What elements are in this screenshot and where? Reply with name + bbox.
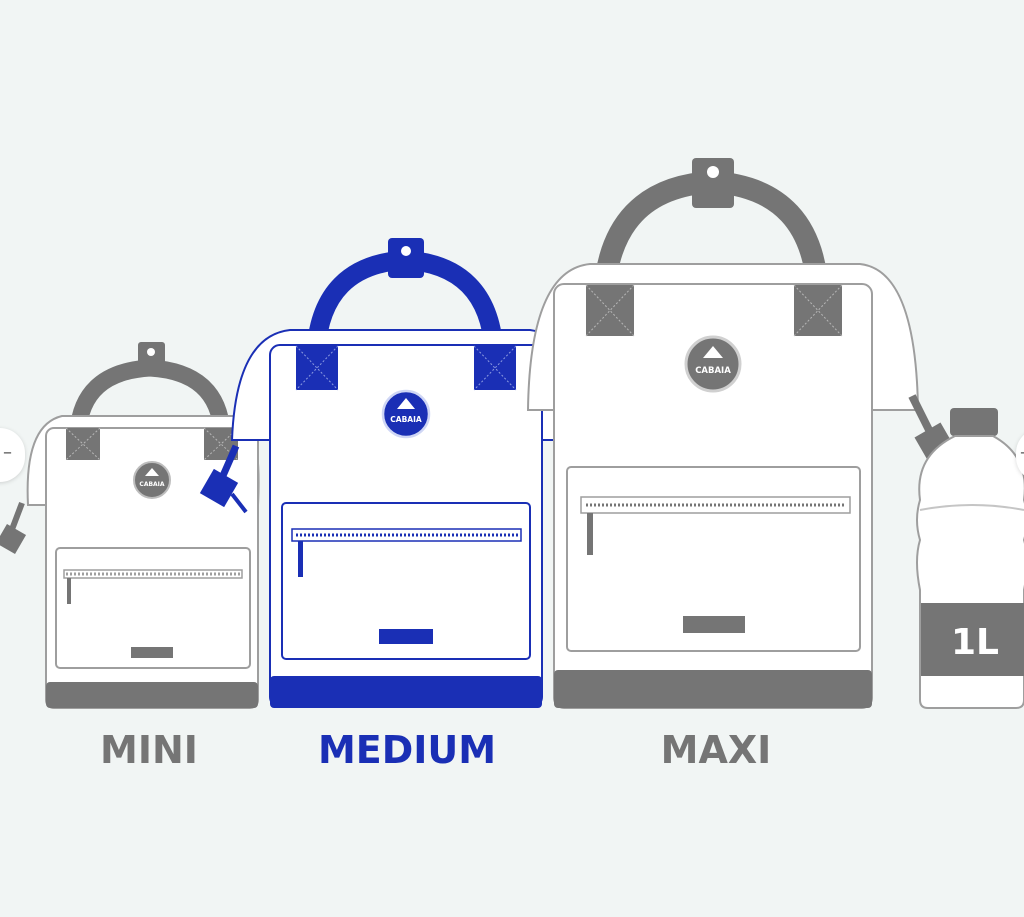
medium-logo-text: CABAIA <box>390 415 422 424</box>
size-label-medium[interactable]: MEDIUM <box>317 728 497 772</box>
maxi-handle-hole <box>707 166 719 178</box>
size-label-mini[interactable]: MINI <box>100 728 198 772</box>
maxi-base <box>554 670 872 708</box>
mini-zipper <box>63 569 243 579</box>
maxi-logo-text: CABAIA <box>695 366 731 376</box>
backpack-maxi[interactable]: CABAIA <box>526 158 956 709</box>
medium-base <box>270 676 542 708</box>
water-bottle: 1L <box>916 408 1024 709</box>
medium-label-patch <box>379 629 433 644</box>
chevron-left-icon: – <box>3 442 12 463</box>
mini-logo <box>133 461 171 499</box>
mini-handle-tab <box>138 342 165 372</box>
bottle-label: 1L <box>951 622 999 663</box>
size-label-maxi[interactable]: MAXI <box>660 728 772 772</box>
maxi-zipper-pull <box>587 513 593 555</box>
bottle-label-band <box>921 603 1024 676</box>
mini-handle-hole <box>147 348 155 356</box>
medium-side-strap-left <box>218 444 240 480</box>
medium-zipper <box>291 528 522 542</box>
backpack-mini[interactable]: CABAIA <box>0 342 260 709</box>
mini-label-patch <box>131 647 173 658</box>
maxi-handle-tab <box>692 158 734 208</box>
backpack-medium[interactable]: CABAIA <box>199 238 616 708</box>
medium-logo <box>381 389 431 439</box>
medium-pocket <box>281 502 531 660</box>
maxi-side-strap <box>908 394 934 434</box>
maxi-logo <box>684 335 742 393</box>
maxi-strap-anchor-left <box>586 285 634 336</box>
medium-handle-hole <box>401 246 411 256</box>
mini-zipper-pull <box>67 578 71 604</box>
medium-strap-anchor-left <box>296 346 338 390</box>
chevron-right-icon: – <box>1020 442 1024 463</box>
maxi-label-patch <box>683 616 745 633</box>
bottle-cap <box>950 408 998 436</box>
mini-base <box>46 682 258 708</box>
maxi-strap-anchor-right <box>794 285 842 336</box>
mini-logo-text: CABAIA <box>139 481 164 488</box>
medium-strap-anchor-right <box>474 346 516 390</box>
mini-strap-anchor-left <box>66 428 100 460</box>
medium-zipper-pull <box>298 541 303 577</box>
carousel-next-button[interactable]: – <box>1016 428 1024 482</box>
medium-handle-tab <box>388 238 424 278</box>
